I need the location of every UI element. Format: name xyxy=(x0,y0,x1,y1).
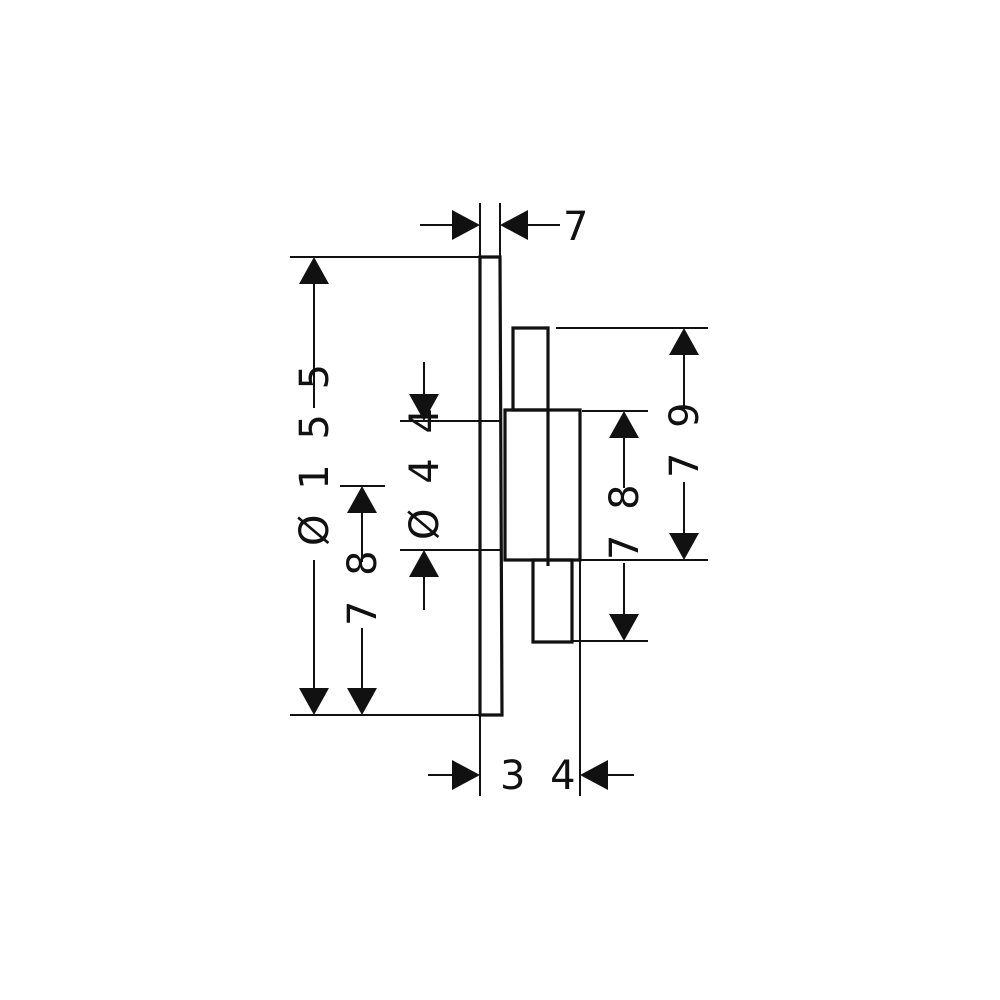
arrow-head xyxy=(452,760,480,790)
dim-body-diameter: Ø 4 4 xyxy=(400,362,500,610)
arrow-head xyxy=(580,760,608,790)
arrow-head xyxy=(347,486,377,513)
arrow-head xyxy=(299,257,329,284)
dim-body-half-height: 7 8 xyxy=(572,410,648,642)
arrow-head xyxy=(409,394,439,421)
arrow-head xyxy=(347,688,377,715)
dim-plate-thickness: 7 xyxy=(420,203,594,257)
arrow-head xyxy=(609,614,639,641)
dim-depth: 3 4 xyxy=(428,560,634,799)
arrow-head xyxy=(452,210,480,240)
dim-label-plate-diameter: Ø 1 5 5 xyxy=(292,358,338,546)
arrow-head xyxy=(669,328,699,355)
arrow-head xyxy=(609,411,639,438)
central-body xyxy=(503,408,582,562)
arrow-head xyxy=(669,533,699,560)
dim-label-depth: 3 4 xyxy=(500,753,582,799)
dim-label-upper-height: 7 9 xyxy=(662,396,708,478)
dim-plate-half-height: 7 8 xyxy=(340,485,386,715)
dim-label-body-half-height: 7 8 xyxy=(602,478,648,560)
arrow-head xyxy=(409,550,439,577)
dim-label-body-diameter: Ø 4 4 xyxy=(402,402,448,540)
arrow-head xyxy=(299,688,329,715)
cover-plate xyxy=(478,255,504,717)
dim-plate-diameter: Ø 1 5 5 xyxy=(290,256,480,716)
dim-label-plate-half-height: 7 8 xyxy=(340,544,386,626)
dim-label-plate-thickness: 7 xyxy=(563,204,594,250)
dim-upper-height: 7 9 xyxy=(556,327,708,561)
upper-knob xyxy=(511,326,550,412)
part-outline xyxy=(478,255,582,717)
lower-knob xyxy=(531,558,574,644)
arrow-head xyxy=(500,210,528,240)
